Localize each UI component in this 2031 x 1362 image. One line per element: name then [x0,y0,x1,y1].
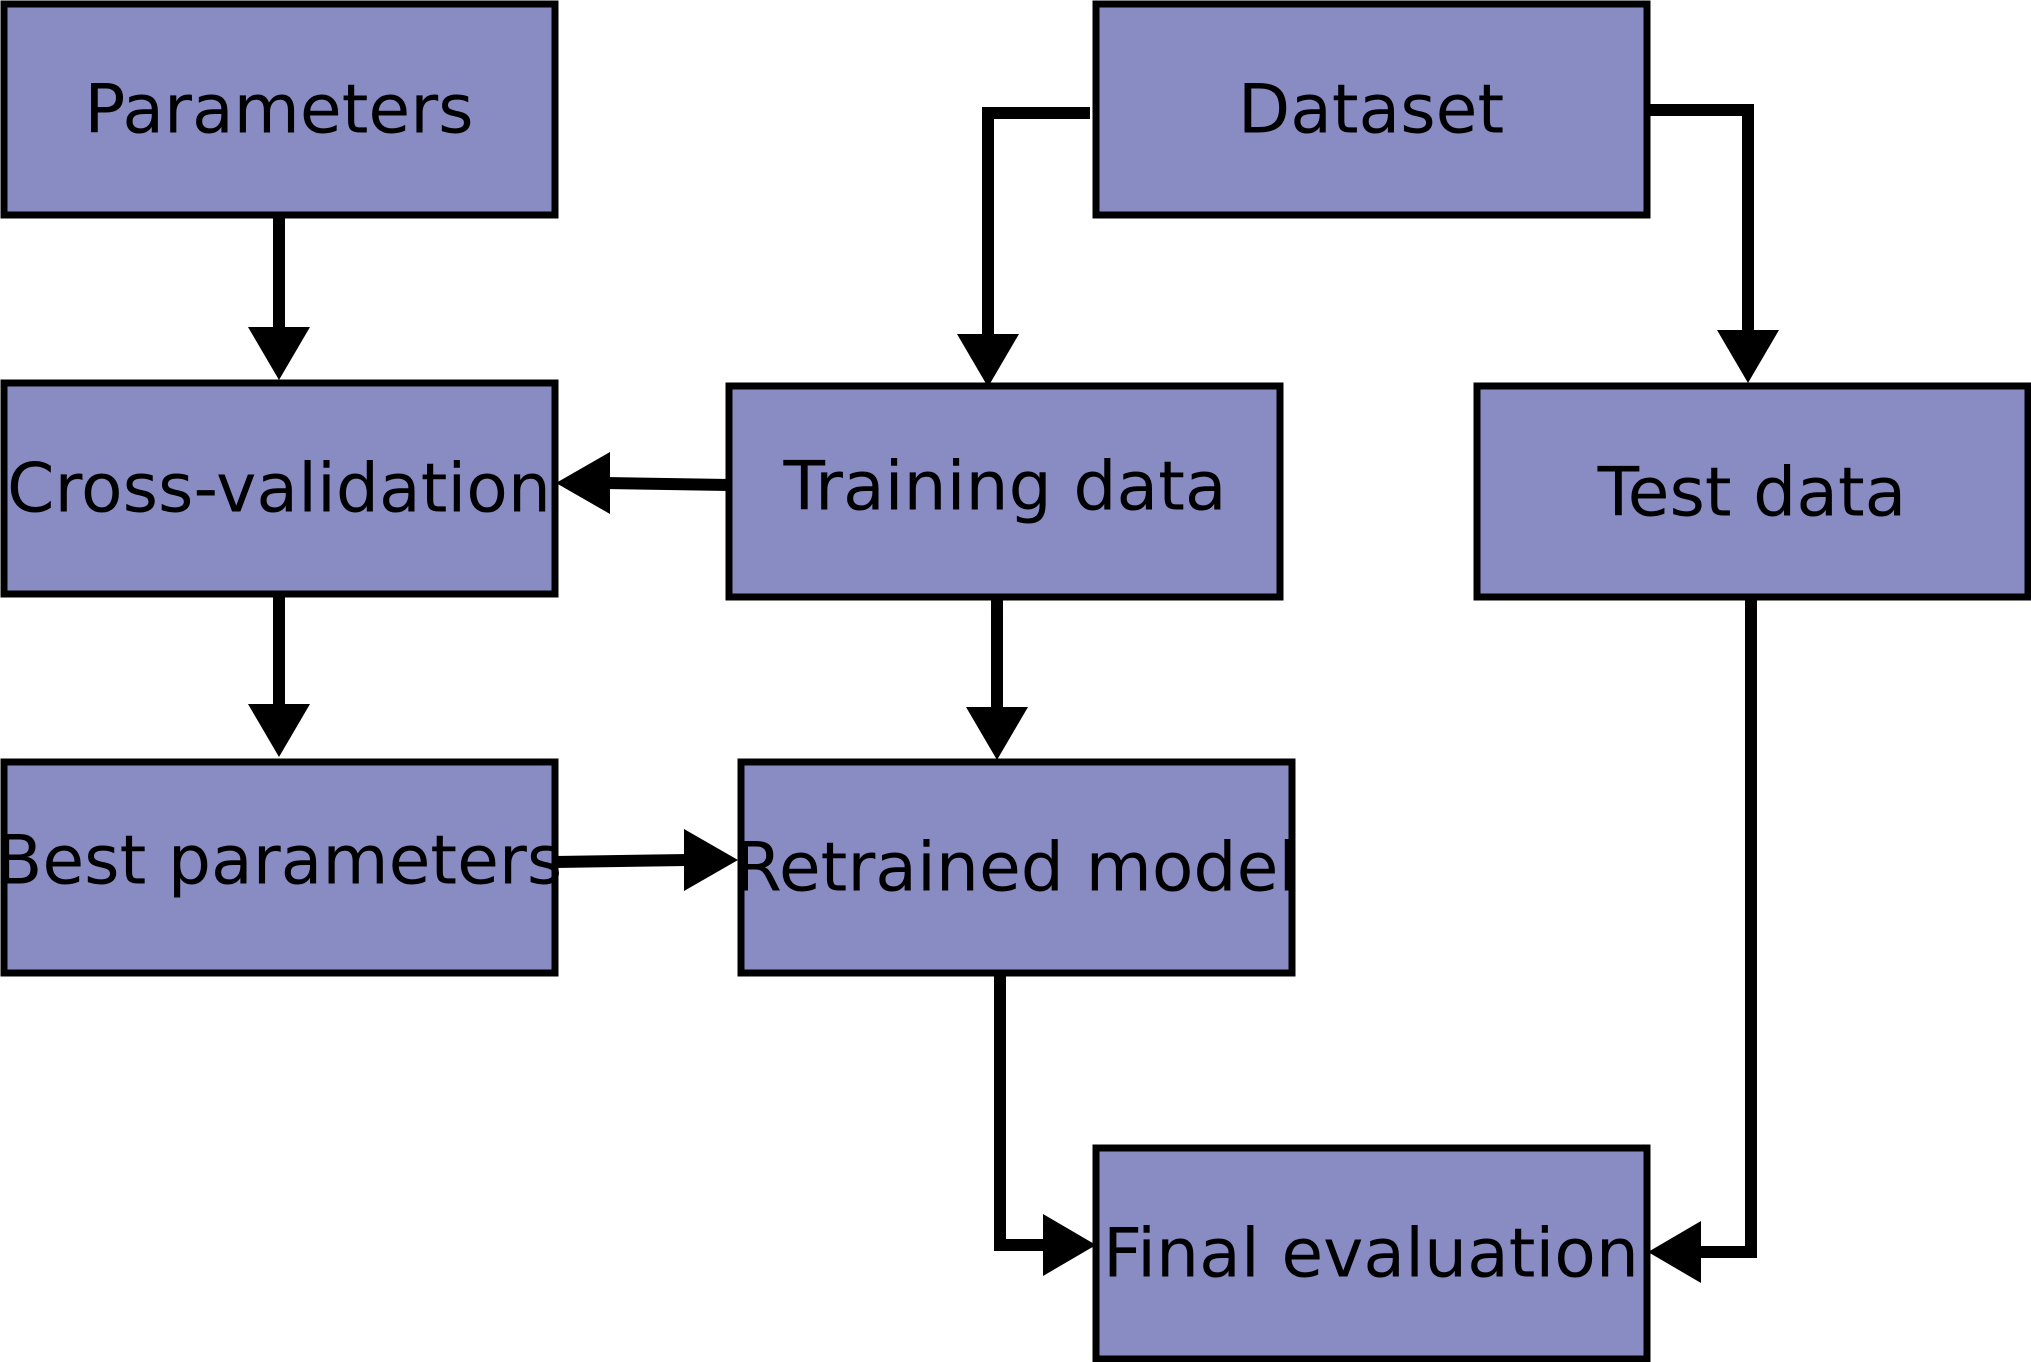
node-label-training-data: Training data [782,448,1226,527]
node-cross-validation: Cross-validation [0,379,559,598]
node-label-test-data: Test data [1597,454,1907,533]
node-parameters: Parameters [0,0,559,219]
node-label-final-evaluation: Final evaluation [1103,1215,1639,1294]
edge-test-data-to-final-evaluation [1648,597,1757,1283]
node-label-best-parameters: Best parameters [0,822,562,901]
edge-training-data-to-cross-validation [556,452,730,514]
edge-cross-validation-to-best-parameters [248,593,310,757]
edge-retrained-model-to-final-evaluation [994,970,1096,1276]
node-label-cross-validation: Cross-validation [7,450,551,529]
node-training-data: Training data [725,382,1284,601]
node-label-parameters: Parameters [84,71,473,150]
edge-dataset-to-training-data [957,107,1090,387]
edge-best-parameters-to-retrained-model [554,829,738,891]
node-best-parameters: Best parameters [0,758,562,977]
node-final-evaluation: Final evaluation [1092,1144,1651,1362]
node-dataset: Dataset [1092,0,1651,219]
edge-dataset-to-test-data [1648,104,1779,383]
node-label-dataset: Dataset [1238,71,1504,150]
node-test-data: Test data [1473,382,2031,601]
node-retrained-model: Retrained model [735,758,1298,977]
edge-parameters-to-cross-validation [248,215,310,380]
node-label-retrained-model: Retrained model [735,829,1298,908]
edge-training-data-to-retrained-model [966,596,1028,760]
